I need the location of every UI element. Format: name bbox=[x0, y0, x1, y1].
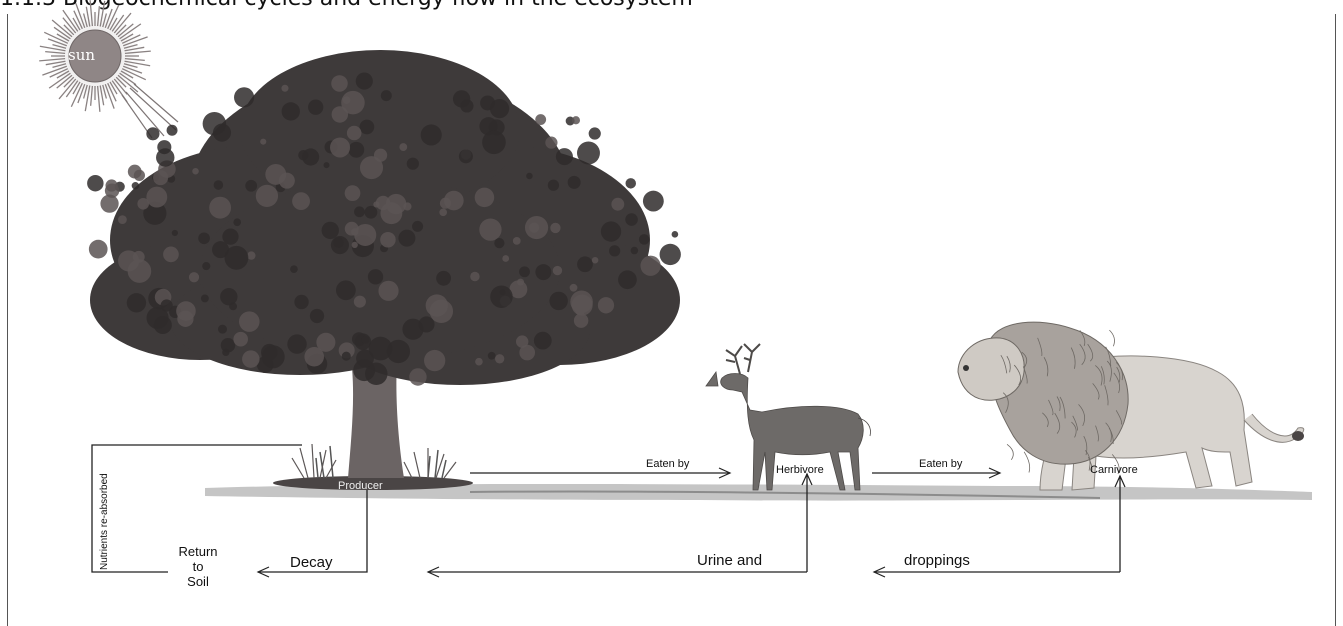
return-to-soil-line-2: to bbox=[176, 559, 220, 574]
nutrients-reabsorbed-label: Nutrients re-absorbed bbox=[99, 473, 110, 570]
droppings-label: droppings bbox=[904, 552, 970, 569]
return-to-soil-line-3: Soil bbox=[176, 574, 220, 589]
herbivore-label: Herbivore bbox=[776, 464, 824, 476]
decay-label: Decay bbox=[290, 554, 333, 571]
return-to-soil-line-1: Return bbox=[176, 544, 220, 559]
carnivore-label: Carnivore bbox=[1090, 464, 1138, 476]
sun-label: sun bbox=[68, 46, 95, 64]
sun-icon bbox=[39, 0, 178, 138]
eaten-by-label-2: Eaten by bbox=[919, 458, 962, 470]
producer-label: Producer bbox=[338, 480, 383, 492]
return-to-soil-label: Return to Soil bbox=[176, 544, 220, 589]
eaten-by-label-1: Eaten by bbox=[646, 458, 689, 470]
urine-and-label: Urine and bbox=[697, 552, 762, 569]
tree-producer-illustration bbox=[87, 50, 681, 490]
